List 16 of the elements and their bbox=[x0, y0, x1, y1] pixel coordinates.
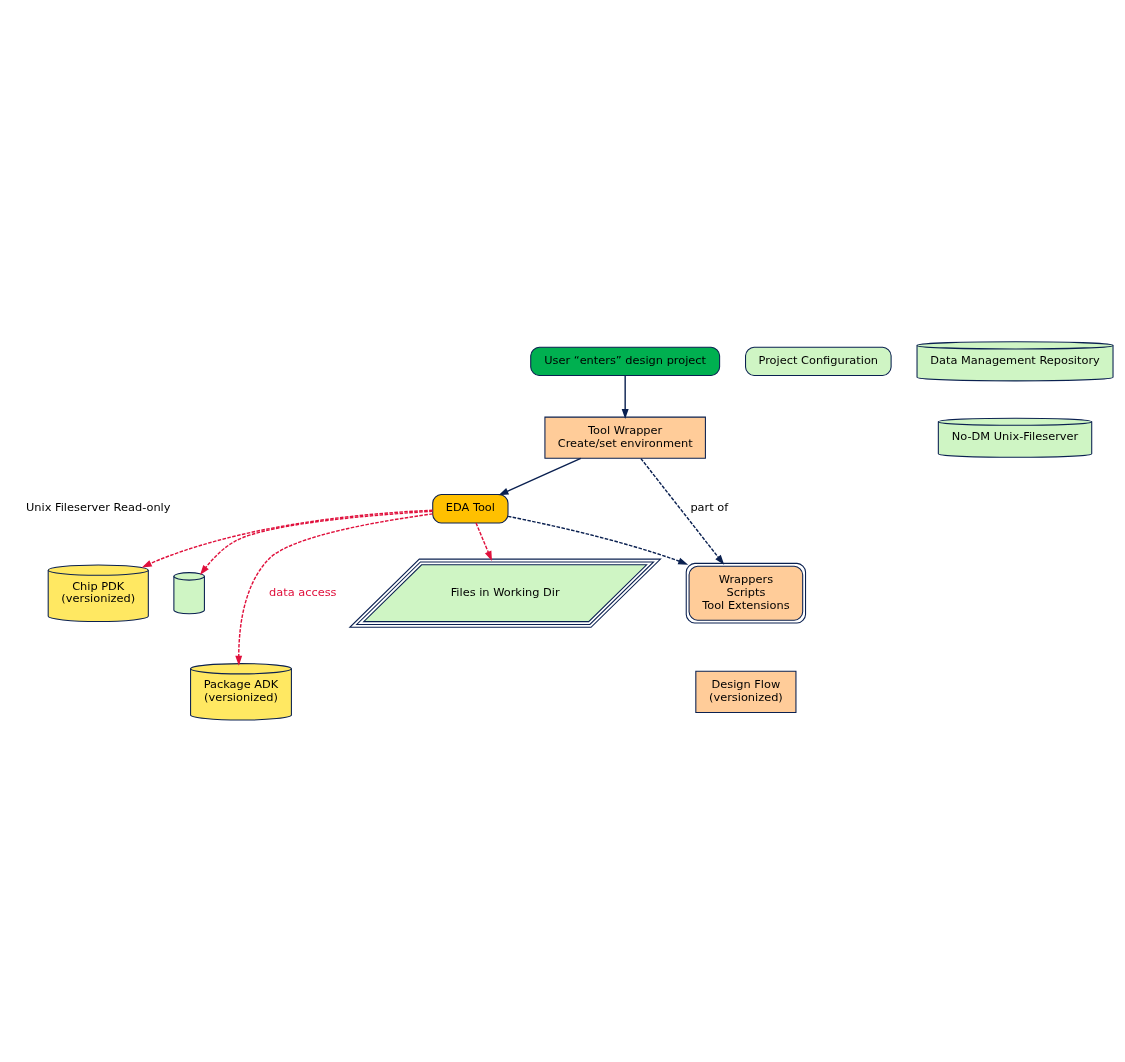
arrow bbox=[621, 375, 629, 419]
edge-label: data access bbox=[269, 584, 337, 599]
arrow bbox=[498, 457, 582, 496]
node-box: User “enters” design project bbox=[530, 346, 721, 377]
node-box: EDA Tool bbox=[432, 494, 509, 524]
node-box: Project Configuration bbox=[745, 346, 892, 377]
arrow bbox=[507, 515, 689, 565]
node-box: Design Flow (versionized) bbox=[695, 670, 797, 713]
node-box: Tool Wrapper Create/set environment bbox=[544, 416, 706, 459]
arrow bbox=[200, 510, 434, 576]
arrow bbox=[235, 513, 434, 666]
arrow bbox=[640, 457, 725, 565]
arrow bbox=[475, 522, 492, 562]
arrow bbox=[141, 509, 434, 568]
edge-label: part of bbox=[690, 500, 729, 515]
label: Unix Fileserver Read-only bbox=[26, 500, 171, 515]
